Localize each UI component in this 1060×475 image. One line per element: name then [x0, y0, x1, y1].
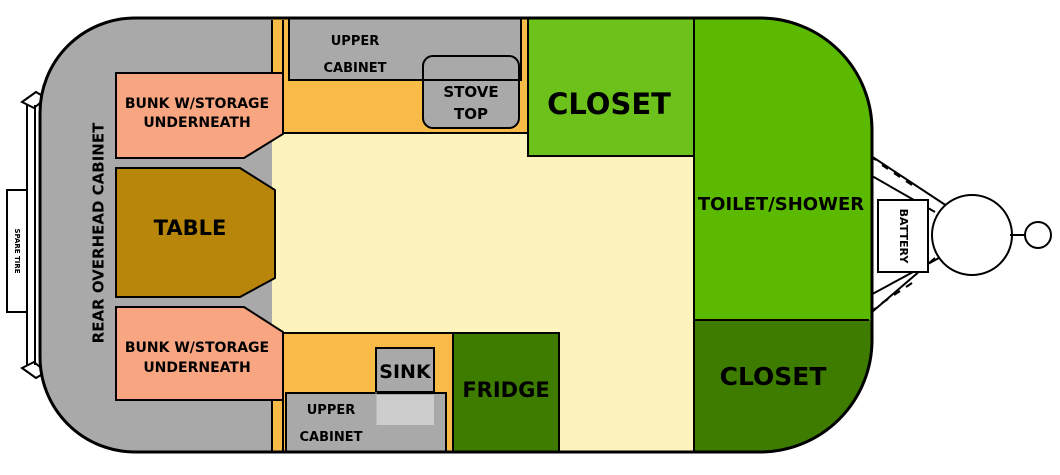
closet-top-label: CLOSET: [547, 87, 671, 121]
toilet-shower-label: TOILET/SHOWER: [698, 194, 864, 215]
bunk-bottom-label-2: UNDERNEATH: [143, 360, 250, 376]
upper-cabinet-top-label-2: CABINET: [324, 61, 387, 76]
bunk-bottom-label-1: BUNK W/STORAGE: [125, 340, 269, 356]
stove-top-label-1: STOVE: [443, 83, 498, 101]
trailer-shell: [38, 16, 874, 454]
upper-cabinet-bottom-label-1: UPPER: [307, 403, 356, 418]
rear-cabinet-label: REAR OVERHEAD CABINET: [90, 122, 108, 343]
battery: [877, 199, 929, 273]
stove-top-label-2: TOP: [454, 105, 488, 123]
table-label: TABLE: [154, 216, 227, 240]
bunk-top: [115, 72, 284, 159]
sink: [375, 347, 435, 393]
bunk-top-label-2: UNDERNEATH: [143, 115, 250, 131]
jack-wheel: [931, 194, 1013, 276]
hitch-ball: [1024, 221, 1052, 249]
battery-label: BATTERY: [897, 209, 910, 265]
stove-top: [422, 55, 520, 129]
sink-label: SINK: [379, 361, 432, 383]
spare-tire-label: SPARE TIRE: [13, 228, 21, 273]
closet-bottom-label: CLOSET: [720, 362, 827, 391]
upper-cabinet-top-label-1: UPPER: [331, 34, 380, 49]
upper-cabinet-bottom-label-2: CABINET: [300, 430, 363, 445]
bunk-top-label-1: BUNK W/STORAGE: [125, 96, 269, 112]
spare-tire: [6, 189, 28, 313]
fridge: [452, 332, 560, 453]
sink-basin: [376, 395, 434, 425]
toilet-shower: [693, 18, 872, 320]
fridge-label: FRIDGE: [462, 378, 549, 402]
table: [115, 167, 276, 298]
